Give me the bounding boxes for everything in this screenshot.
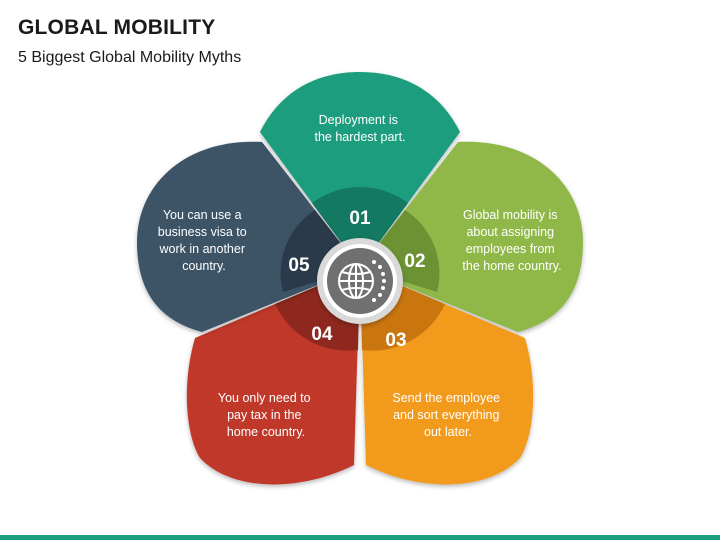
- petal-02-line-3: employees from: [466, 242, 555, 256]
- page-subtitle: 5 Biggest Global Mobility Myths: [18, 49, 242, 66]
- petal-03-number: 03: [385, 330, 406, 351]
- petal-02-line-1: Global mobility is: [463, 208, 557, 222]
- petal-03-text: Send the employee and sort everything ou…: [392, 391, 503, 439]
- petal-02-number: 02: [404, 251, 425, 272]
- petal-05-line-4: country.: [182, 259, 226, 273]
- petal-01-line-2: the hardest part.: [314, 130, 405, 144]
- petal-04-line-1: You only need to: [218, 391, 311, 405]
- bottom-accent-bar: [0, 535, 720, 540]
- petal-05-line-2: business visa to: [158, 225, 247, 239]
- petal-04-number: 04: [311, 324, 333, 345]
- page-title: GLOBAL MOBILITY: [18, 16, 216, 39]
- petal-04-line-3: home country.: [227, 425, 305, 439]
- petal-03-line-1: Send the employee: [392, 391, 500, 405]
- petal-01-shape: [260, 72, 460, 268]
- petal-05-text: You can use a business visa to work in a…: [158, 208, 250, 273]
- globe-dots-icon: [372, 260, 386, 302]
- petal-04-text: You only need to pay tax in the home cou…: [218, 391, 314, 439]
- petal-01-inner: [312, 187, 408, 268]
- petal-01-text: Deployment is the hardest part.: [314, 113, 405, 144]
- petal-02-text: Global mobility is about assigning emplo…: [462, 208, 561, 273]
- petal-01-number: 01: [349, 208, 371, 229]
- petal-01: Deployment is the hardest part. 01: [260, 72, 460, 268]
- center-hub: [317, 238, 403, 324]
- petal-04-line-2: pay tax in the: [227, 408, 301, 422]
- petal-05-line-1: You can use a: [163, 208, 242, 222]
- petal-05-number: 05: [288, 255, 310, 276]
- petal-02-line-4: the home country.: [462, 259, 561, 273]
- petal-03-line-2: and sort everything: [393, 408, 499, 422]
- petal-05-line-3: work in another: [159, 242, 245, 256]
- petal-02-line-2: about assigning: [466, 225, 554, 239]
- petal-03-line-3: out later.: [424, 425, 472, 439]
- petal-05: You can use a business visa to work in a…: [137, 141, 360, 332]
- petal-01-line-1: Deployment is: [319, 113, 398, 127]
- globe-icon: [338, 263, 374, 299]
